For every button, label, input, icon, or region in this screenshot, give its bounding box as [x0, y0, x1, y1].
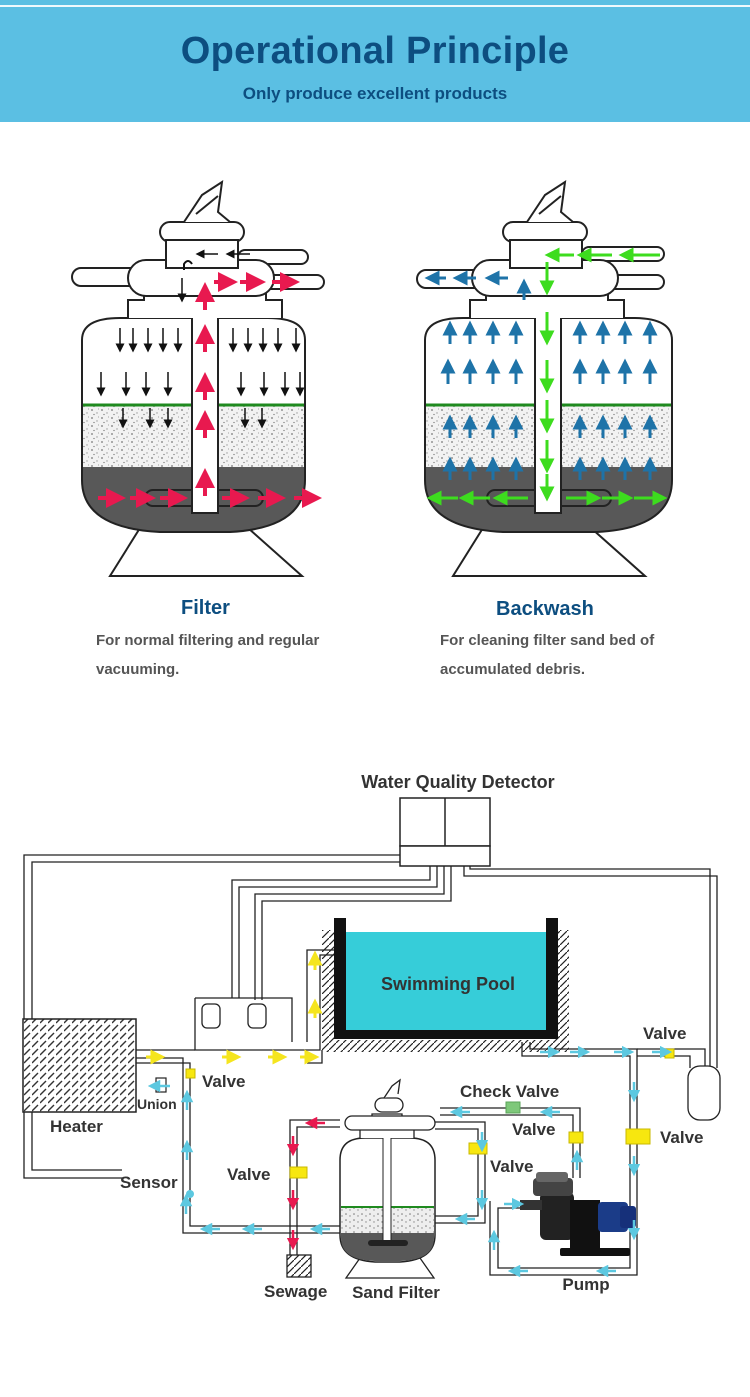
chemical-tank-right	[247, 1003, 267, 1029]
filter-desc-line1: For normal filtering and regular	[96, 632, 320, 649]
expansion-tank	[687, 1065, 721, 1121]
check-valve-label: Check Valve	[460, 1082, 559, 1101]
sewage-label: Sewage	[264, 1282, 327, 1301]
valve-right-top[interactable]	[664, 1048, 675, 1059]
header-topline	[0, 5, 750, 7]
heater-label: Heater	[50, 1117, 103, 1136]
heater	[22, 1018, 137, 1113]
backwash-mode-title: Backwash	[496, 598, 594, 620]
union-fitting	[155, 1077, 167, 1093]
valve-right-side-label: Valve	[660, 1128, 704, 1147]
valve-filter-out[interactable]	[468, 1142, 488, 1155]
check-valve[interactable]	[505, 1101, 521, 1114]
backwash-tank	[416, 179, 673, 577]
valve-filter-out-label: Valve	[490, 1157, 534, 1176]
water-quality-detector	[399, 797, 491, 867]
valve-heater-label: Valve	[202, 1072, 246, 1091]
valve-right-side[interactable]	[625, 1128, 651, 1145]
filter-mode-title: Filter	[181, 597, 230, 619]
valve-right-top-label: Valve	[643, 1024, 687, 1043]
sensor-dot	[186, 1190, 194, 1198]
sewage-outlet	[286, 1254, 312, 1278]
sand-filter-label: Sand Filter	[352, 1283, 440, 1302]
valve-pump-in[interactable]	[568, 1131, 584, 1144]
union-label: Union	[137, 1096, 177, 1112]
backwash-desc-line1: For cleaning filter sand bed of	[440, 632, 655, 649]
sand-filter-tank	[339, 1078, 436, 1279]
pool-label: Swimming Pool	[381, 974, 515, 994]
filter-tank	[71, 179, 325, 577]
detector-label: Water Quality Detector	[361, 772, 554, 792]
valve-sewage[interactable]	[289, 1166, 308, 1179]
backwash-desc-line2: accumulated debris.	[440, 661, 586, 678]
page-title: Operational Principle	[180, 30, 570, 72]
backwash-mode-desc: For cleaning filter sand bed of accumula…	[440, 626, 700, 684]
chemical-tank-left	[201, 1003, 221, 1029]
filter-desc-line2: vacuuming.	[96, 661, 180, 678]
page-subtitle: Only produce excellent products	[242, 84, 508, 103]
valve-heater[interactable]	[185, 1068, 196, 1079]
swimming-pool	[322, 918, 569, 1052]
header-banner: Operational Principle Only produce excel…	[0, 0, 750, 122]
valve-pump-in-label: Valve	[512, 1120, 556, 1139]
tank-diagrams	[71, 179, 673, 577]
pump-label: Pump	[562, 1275, 609, 1294]
filter-mode-desc: For normal filtering and regular vacuumi…	[96, 626, 356, 684]
sensor-label: Sensor	[120, 1173, 178, 1192]
valve-sewage-label: Valve	[227, 1165, 271, 1184]
pump	[520, 1172, 636, 1256]
